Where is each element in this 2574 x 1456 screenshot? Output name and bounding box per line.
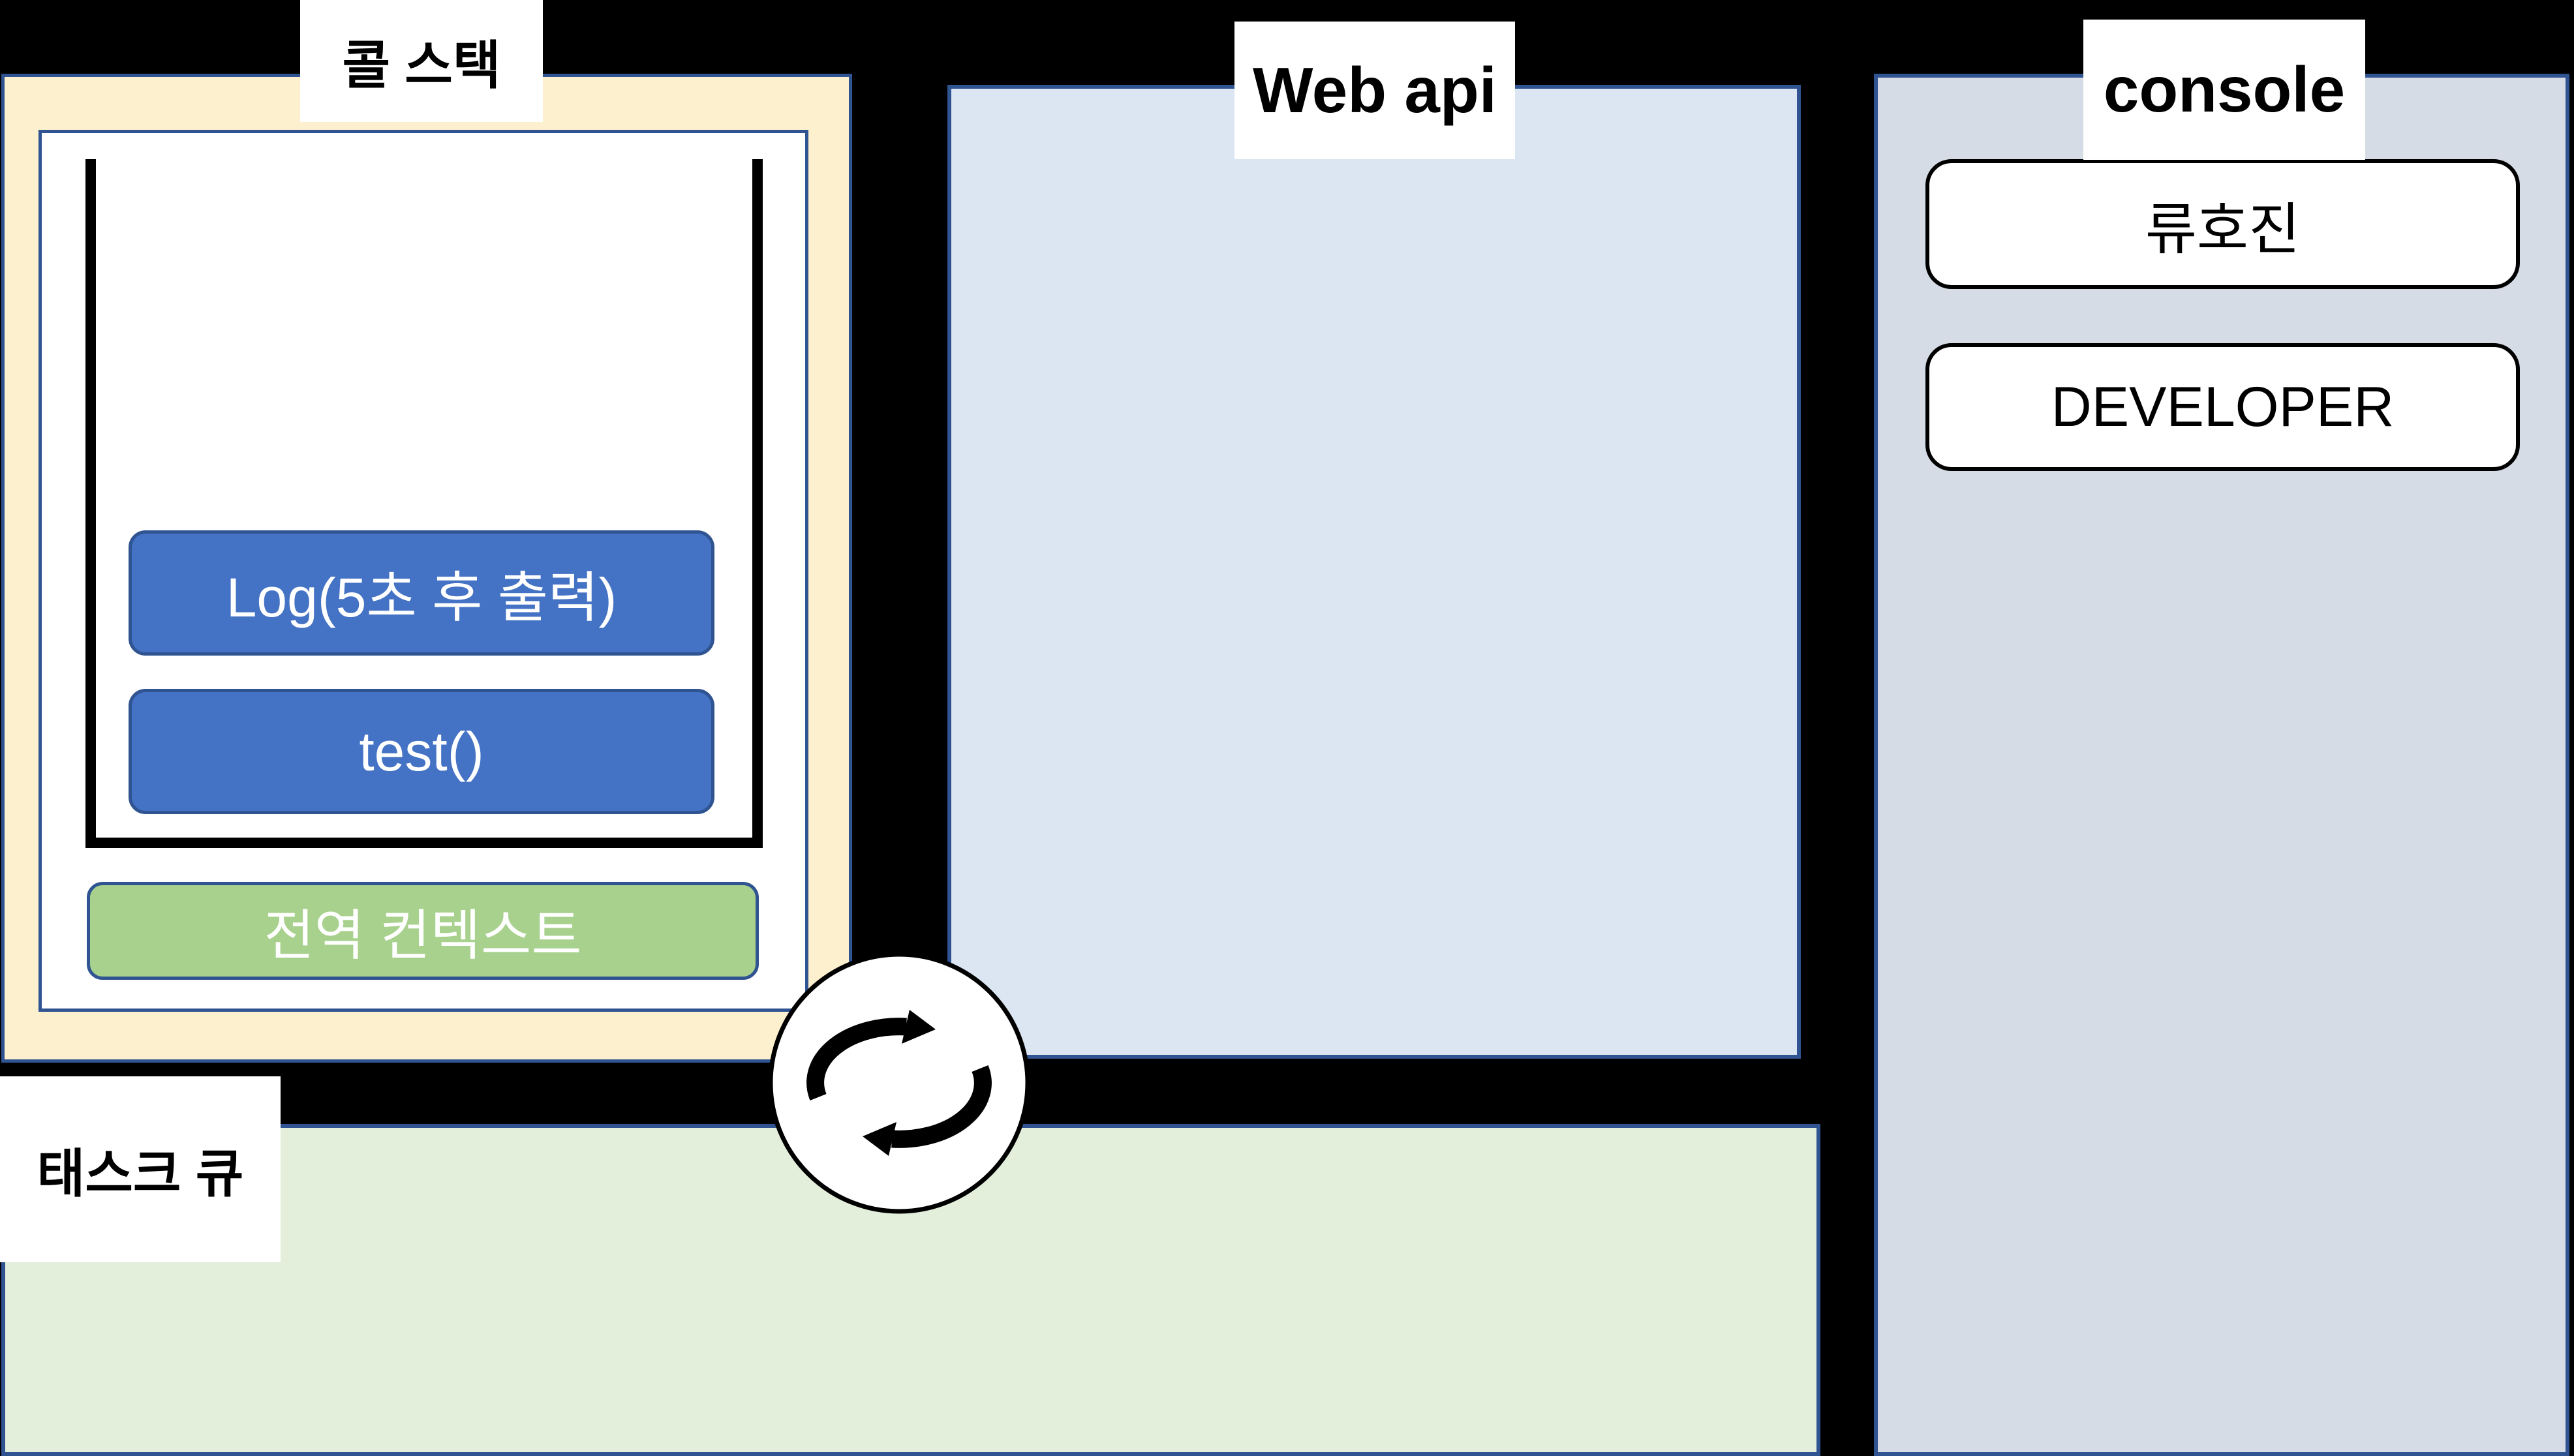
web-api-panel	[947, 85, 1801, 1059]
web-api-label-text: Web api	[1253, 54, 1497, 126]
stack-frame-test: test()	[129, 689, 714, 814]
task-queue-label-text: 태스크 큐	[37, 1144, 244, 1203]
console-label-text: console	[2103, 53, 2346, 125]
task-queue-label: 태스크 큐	[0, 1076, 281, 1262]
web-api-label: Web api	[1234, 22, 1515, 159]
event-loop-cycle-icon	[768, 952, 1030, 1214]
global-context-bar: 전역 컨텍스트	[87, 882, 759, 980]
stack-frame-test-text: test()	[359, 720, 484, 782]
global-context-text: 전역 컨텍스트	[264, 904, 582, 966]
call-stack-label: 콜 스택	[300, 0, 543, 122]
console-entry-text: DEVELOPER	[2051, 375, 2395, 438]
console-panel	[1874, 74, 2569, 1456]
console-entry-text: 류호진	[2145, 198, 2301, 261]
console-entry: DEVELOPER	[1925, 343, 2520, 471]
call-stack-label-text: 콜 스택	[342, 36, 501, 95]
console-label: console	[2083, 20, 2365, 160]
console-entry: 류호진	[1925, 159, 2520, 289]
stack-frame-log-text: Log(5초 후 출력)	[226, 566, 617, 628]
stack-frame-log: Log(5초 후 출력)	[129, 530, 714, 656]
stack-walls	[85, 159, 763, 848]
event-loop-badge	[767, 951, 1031, 1215]
